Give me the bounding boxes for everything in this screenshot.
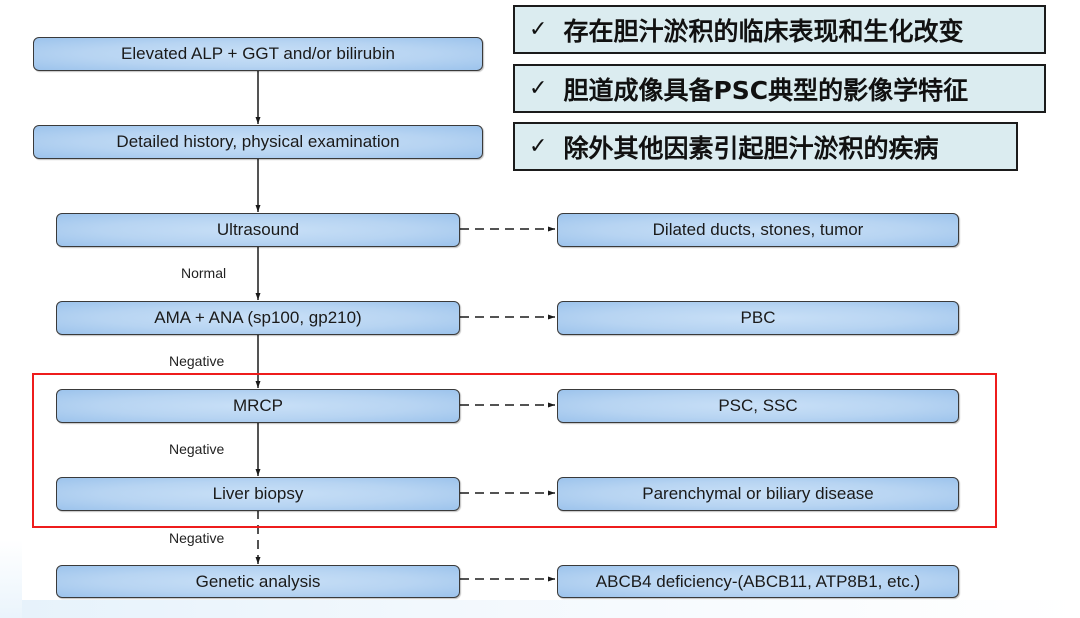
highlight-box-mrcp-biopsy — [32, 373, 997, 528]
outcome-psc-ssc: PSC, SSC — [557, 389, 959, 423]
criteria-item-3: ✓ 除外其他因素引起胆汁淤积的疾病 — [513, 122, 1018, 171]
step-label: Detailed history, physical examination — [116, 132, 400, 151]
step-label: Liver biopsy — [212, 484, 304, 503]
step-detailed-history: Detailed history, physical examination — [33, 125, 483, 159]
background-band-left — [0, 540, 22, 618]
edge-label-negative: Negative — [169, 353, 225, 369]
outcome-dilated-ducts: Dilated ducts, stones, tumor — [557, 213, 959, 247]
outcome-pbc: PBC — [557, 301, 959, 335]
step-ama-ana: AMA + ANA (sp100, gp210) — [56, 301, 460, 335]
step-label: MRCP — [232, 396, 284, 415]
step-label: Elevated ALP + GGT and/or bilirubin — [121, 44, 395, 63]
outcome-parenchymal-biliary: Parenchymal or biliary disease — [557, 477, 959, 511]
edge-label-negative: Negative — [169, 530, 225, 546]
outcome-abcb4-deficiency: ABCB4 deficiency-(ABCB11, ATP8B1, etc.) — [557, 565, 959, 598]
step-ultrasound: Ultrasound — [56, 213, 460, 247]
check-icon: ✓ — [529, 17, 548, 42]
check-icon: ✓ — [529, 134, 548, 159]
criteria-text: 胆道成像具备PSC典型的影像学特征 — [563, 75, 969, 105]
step-label: Ultrasound — [216, 220, 300, 239]
outcome-label: ABCB4 deficiency-(ABCB11, ATP8B1, etc.) — [595, 571, 921, 591]
criteria-item-2: ✓ 胆道成像具备PSC典型的影像学特征 — [513, 64, 1046, 113]
criteria-item-1: ✓ 存在胆汁淤积的临床表现和生化改变 — [513, 5, 1046, 54]
check-icon: ✓ — [529, 76, 548, 101]
step-genetic-analysis: Genetic analysis — [56, 565, 460, 598]
outcome-label: Dilated ducts, stones, tumor — [652, 220, 864, 239]
step-elevated-alp-ggt: Elevated ALP + GGT and/or bilirubin — [33, 37, 483, 71]
step-liver-biopsy: Liver biopsy — [56, 477, 460, 511]
outcome-label: Parenchymal or biliary disease — [642, 484, 874, 503]
outcome-label: PSC, SSC — [718, 396, 798, 415]
criteria-text: 除外其他因素引起胆汁淤积的疾病 — [563, 133, 939, 163]
step-label: Genetic analysis — [195, 571, 321, 591]
edge-label-normal: Normal — [181, 265, 227, 281]
step-label: AMA + ANA (sp100, gp210) — [154, 308, 362, 327]
outcome-label: PBC — [740, 308, 776, 327]
criteria-text: 存在胆汁淤积的临床表现和生化改变 — [563, 16, 964, 46]
step-mrcp: MRCP — [56, 389, 460, 423]
edge-label-negative: Negative — [169, 441, 225, 457]
background-band — [0, 600, 1080, 618]
